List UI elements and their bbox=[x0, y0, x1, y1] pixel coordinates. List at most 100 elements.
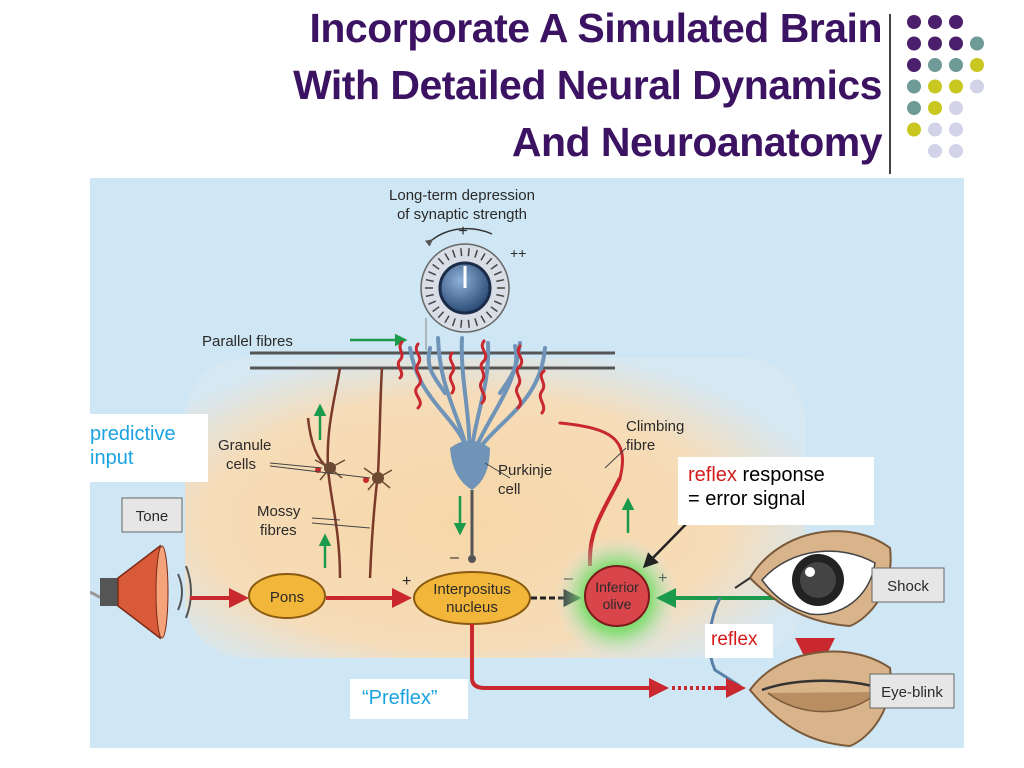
decorative-dot bbox=[907, 58, 921, 72]
dial-tick bbox=[496, 278, 505, 283]
climbing-label-1: Climbing bbox=[626, 418, 684, 435]
purkinje-terminal bbox=[468, 555, 476, 563]
ltd-label-line2: of synaptic strength bbox=[397, 206, 527, 223]
ltd-label-line1: Long-term depression bbox=[389, 187, 535, 204]
tone-label: Tone bbox=[136, 508, 169, 525]
response-word: response bbox=[736, 464, 825, 486]
dial-tick bbox=[490, 263, 498, 270]
title-divider bbox=[889, 14, 891, 174]
eye-blink-label: Eye-blink bbox=[881, 684, 943, 701]
error-signal-pointer bbox=[642, 517, 693, 569]
decorative-dot bbox=[928, 36, 942, 51]
dial-tick bbox=[460, 319, 463, 328]
decorative-dot bbox=[907, 101, 921, 115]
decorative-dot bbox=[928, 15, 942, 29]
interpositus-minus: – bbox=[450, 549, 459, 566]
pons-node bbox=[248, 573, 326, 619]
sound-waves bbox=[177, 565, 192, 619]
ltd-plusplus: ++ bbox=[510, 245, 526, 261]
speaker-rim bbox=[155, 545, 169, 639]
decorative-dot bbox=[949, 144, 963, 158]
reflex-callout: reflex bbox=[705, 624, 773, 658]
decorative-dot bbox=[928, 58, 942, 72]
dial-tick bbox=[490, 306, 498, 313]
dial-tick bbox=[428, 271, 437, 276]
dial-tick bbox=[451, 318, 456, 327]
granule-label-1: Granule bbox=[218, 437, 271, 454]
decorative-dot bbox=[907, 122, 921, 137]
dial-tick bbox=[493, 300, 502, 305]
preflex-callout: “Preflex” bbox=[350, 679, 468, 719]
title-line-1: Incorporate A Simulated Brain bbox=[309, 5, 882, 51]
dial-tick bbox=[467, 248, 470, 257]
granule-leader-2 bbox=[269, 465, 371, 479]
decorative-dot bbox=[949, 79, 963, 94]
climbing-leader bbox=[604, 447, 627, 469]
purkinje-label-2: cell bbox=[498, 481, 521, 498]
dial-tick bbox=[480, 315, 486, 324]
granule-synapse-2 bbox=[363, 477, 369, 483]
title-line-2: With Detailed Neural Dynamics bbox=[293, 62, 882, 108]
error-signal-line: = error signal bbox=[688, 488, 806, 510]
shock-label: Shock bbox=[887, 578, 929, 595]
olive-label-2: olive bbox=[603, 596, 632, 612]
reflex-response-line-1: reflex response bbox=[688, 463, 874, 487]
mossy-label-1: Mossy bbox=[257, 503, 301, 520]
granule-label-2: cells bbox=[226, 456, 256, 473]
speaker-cone bbox=[117, 544, 161, 640]
dial-tick bbox=[425, 293, 434, 298]
purkinje-leader bbox=[484, 462, 511, 479]
dial-tick bbox=[485, 311, 493, 319]
decorative-dot bbox=[970, 79, 984, 94]
dial-tick bbox=[444, 315, 450, 324]
dial-tick bbox=[451, 249, 456, 258]
dial-tick bbox=[437, 257, 445, 265]
purkinje-soma bbox=[450, 440, 490, 490]
eye-blink-box bbox=[869, 673, 955, 709]
decorative-dot bbox=[949, 15, 963, 29]
dial-tick bbox=[496, 293, 505, 298]
mossy-leader-1 bbox=[311, 517, 341, 521]
pons-label: Pons bbox=[270, 589, 304, 606]
mossy-leader-2 bbox=[311, 522, 371, 529]
dial-tick bbox=[432, 306, 440, 313]
dial-ticks bbox=[425, 248, 505, 328]
decorative-dot bbox=[928, 122, 942, 137]
slide-title: Incorporate A Simulated Brain With Detai… bbox=[60, 0, 882, 171]
decorative-dot-grid bbox=[907, 15, 984, 158]
climbing-label-2: fibre bbox=[626, 437, 655, 454]
decorative-dot bbox=[970, 58, 984, 72]
eye-blinking bbox=[748, 650, 892, 748]
predictive-line-2: input bbox=[90, 447, 134, 469]
inferior-olive-node bbox=[584, 565, 650, 627]
decorative-dot bbox=[907, 15, 921, 29]
dial-tick bbox=[467, 319, 470, 328]
preflex-path bbox=[470, 624, 580, 690]
decorative-dot bbox=[949, 101, 963, 115]
reflex-response-callout: reflex response = error signal bbox=[678, 457, 874, 525]
decorative-dot bbox=[970, 36, 984, 51]
predictive-line-1: predictive bbox=[90, 423, 176, 445]
ltd-arrow bbox=[424, 227, 493, 247]
decorative-dot bbox=[949, 122, 963, 137]
dial-tick bbox=[474, 249, 479, 258]
dial-tick bbox=[493, 271, 502, 276]
decorative-dot bbox=[928, 79, 942, 94]
dial-tick bbox=[432, 263, 440, 270]
reflex-word: reflex bbox=[688, 464, 737, 486]
dial-tick bbox=[444, 252, 450, 261]
interpositus-plus: + bbox=[402, 573, 411, 590]
decorative-dot bbox=[928, 101, 942, 115]
dial-tick bbox=[474, 318, 479, 327]
purkinje-label-1: Purkinje bbox=[498, 462, 552, 479]
olive-label-1: Inferior bbox=[595, 579, 639, 595]
ltd-plus: + bbox=[458, 223, 467, 240]
dial-tick bbox=[437, 311, 445, 319]
dial-tick bbox=[425, 278, 434, 283]
dial-tick bbox=[480, 252, 486, 261]
decorative-dot bbox=[949, 36, 963, 51]
eye-open bbox=[734, 530, 892, 628]
title-line-3: And Neuroanatomy bbox=[511, 119, 883, 165]
interpositus-label-2: nucleus bbox=[446, 599, 498, 616]
granule-dendrites bbox=[314, 459, 393, 491]
